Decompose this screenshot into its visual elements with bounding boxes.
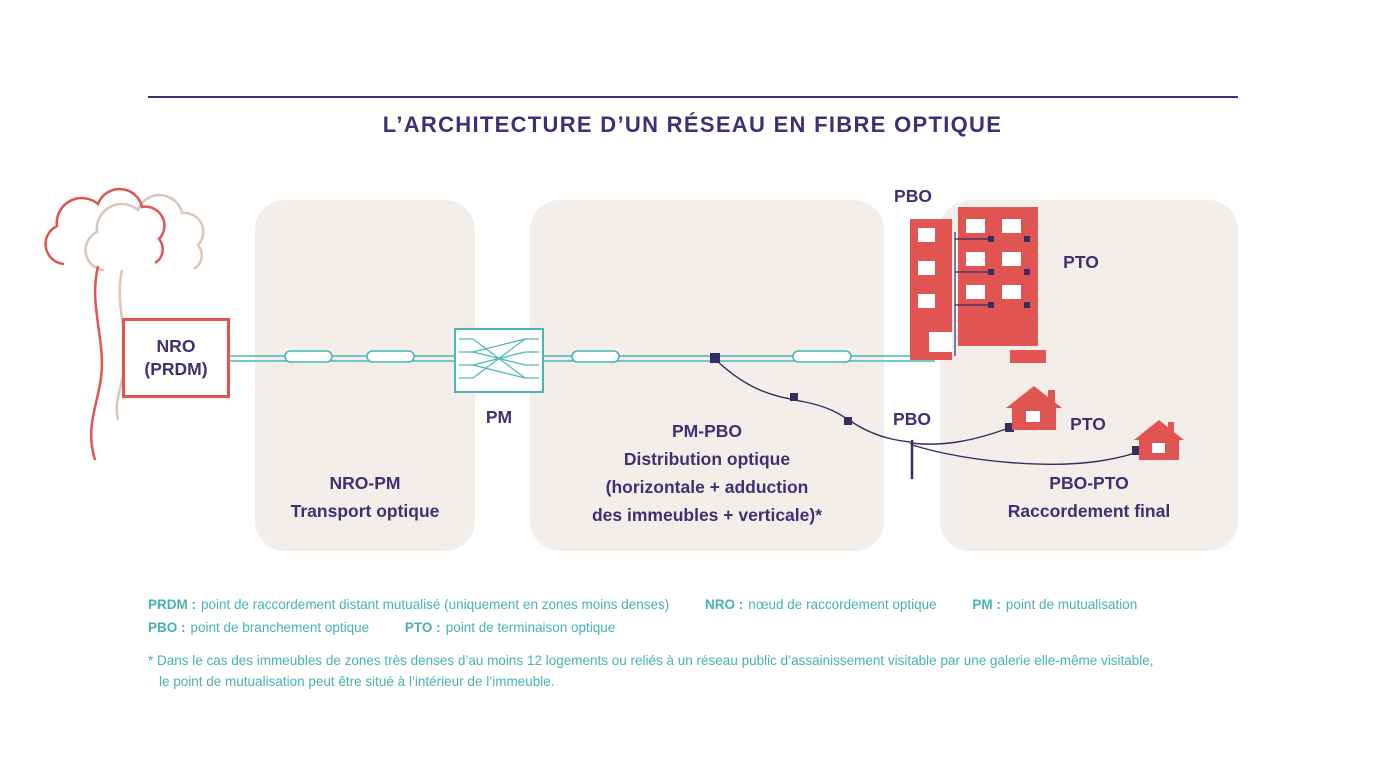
splice-capsule	[366, 350, 415, 363]
legend: PRDM : point de raccordement distant mutu…	[148, 597, 1268, 643]
house-icon-1	[1006, 386, 1062, 430]
drop-cables	[715, 359, 1141, 479]
footnote-line1: * Dans le cas des immeubles de zones trè…	[148, 653, 1154, 668]
pm-label: PM	[485, 407, 513, 427]
footnote: * Dans le cas des immeubles de zones trè…	[148, 650, 1258, 692]
legend-item-nro: NRO : nœud de raccordement optique	[705, 597, 940, 612]
building-riser-cable	[954, 232, 988, 356]
cable-connector-square	[790, 393, 798, 401]
legend-term: NRO :	[705, 597, 744, 612]
legend-term: PM :	[972, 597, 1001, 612]
house-icon-2	[1134, 420, 1184, 460]
splice-capsule	[571, 350, 620, 363]
legend-term: PRDM :	[148, 597, 196, 612]
cloud-outline-red	[44, 187, 166, 266]
segment-name: PBO-PTO	[1049, 473, 1129, 493]
legend-term: PBO :	[148, 620, 186, 635]
segment-description: Raccordement final	[1007, 501, 1171, 521]
legend-row-2: PBO : point de branchement optique PTO : p…	[148, 620, 1268, 635]
panel-distribution	[530, 200, 884, 551]
pm-splitter-box	[454, 328, 544, 393]
pto-building-label: PTO	[1063, 252, 1099, 272]
legend-definition: point de terminaison optique	[445, 620, 616, 635]
legend-definition: point de branchement optique	[190, 620, 370, 635]
page-title: L’ARCHITECTURE D’UN RÉSEAU EN FIBRE OPTI…	[382, 112, 1003, 137]
legend-item-prdm: PRDM : point de raccordement distant mutu…	[148, 597, 673, 612]
cable-connector-square	[1005, 423, 1014, 432]
legend-definition: nœud de raccordement optique	[748, 597, 937, 612]
pto-house-label: PTO	[1070, 414, 1106, 434]
trunk-connector-square	[710, 353, 720, 363]
legend-item-pm: PM : point de mutualisation	[972, 597, 1137, 612]
cable-connector-square	[844, 417, 852, 425]
apartment-building-icon	[910, 207, 1046, 363]
caption-distribution: PM-PBO Distribution optique (horizontale…	[530, 417, 884, 529]
splice-capsule	[284, 350, 333, 363]
legend-definition: point de raccordement distant mutualisé …	[201, 597, 670, 612]
segment-description: des immeubles + verticale)*	[591, 505, 823, 525]
legend-row-1: PRDM : point de raccordement distant mutu…	[148, 597, 1268, 612]
pto-outlet-squares	[988, 236, 1030, 308]
pbo-aerial-label: PBO	[893, 409, 931, 429]
splice-capsules	[284, 350, 852, 363]
segment-description: (horizontale + adduction	[605, 477, 809, 497]
nro-node-box: NRO (PRDM)	[122, 318, 230, 398]
legend-term: PTO :	[404, 620, 441, 635]
building-steps	[1010, 350, 1046, 363]
panel-transport	[255, 200, 475, 551]
segment-name: NRO-PM	[329, 473, 401, 493]
footnote-line2: le point de mutualisation peut être situ…	[159, 674, 555, 689]
drop-cable-2	[909, 428, 1007, 445]
legend-definition: point de mutualisation	[1005, 597, 1138, 612]
legend-item-pbo: PBO : point de branchement optique	[148, 620, 373, 635]
drop-cable-3	[911, 444, 1138, 465]
cloud-wire-red	[89, 265, 104, 461]
drop-cable-1	[715, 359, 911, 443]
nro-label-line2: (PRDM)	[144, 359, 208, 379]
cable-connector-square	[1132, 446, 1141, 455]
segment-name: PM-PBO	[672, 421, 742, 441]
pbo-building-label: PBO	[894, 186, 932, 206]
cloud-outline-beige	[84, 193, 205, 272]
caption-raccordement: PBO-PTO Raccordement final	[940, 469, 1238, 525]
splice-capsule	[792, 350, 852, 363]
legend-item-pto: PTO : point de terminaison optique	[405, 620, 615, 635]
nro-label-line1: NRO	[156, 336, 196, 356]
caption-transport: NRO-PM Transport optique	[255, 469, 475, 525]
top-divider	[148, 96, 1238, 98]
segment-description: Distribution optique	[623, 449, 791, 469]
segment-description: Transport optique	[290, 501, 440, 521]
